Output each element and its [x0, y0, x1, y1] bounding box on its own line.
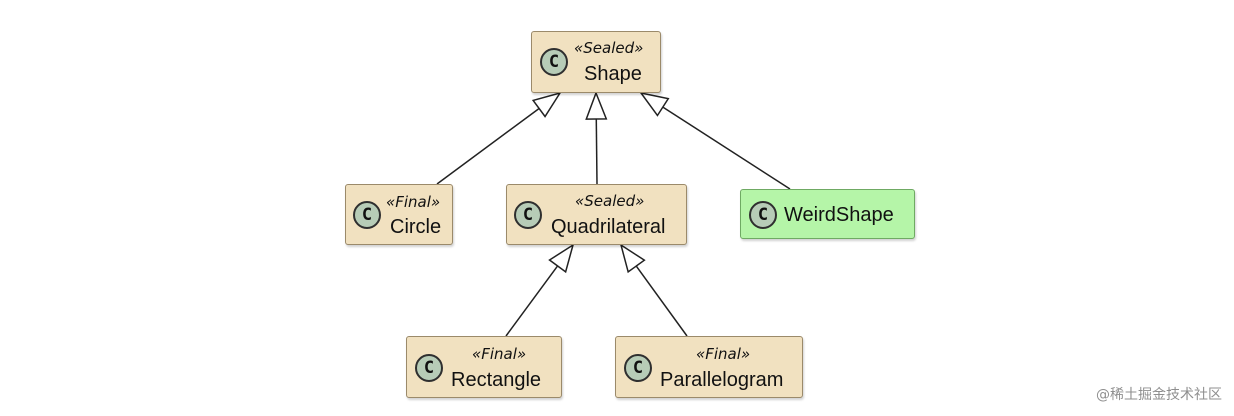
edge-parallelogram-to-quadrilateral [635, 265, 688, 337]
class-name: Rectangle [451, 369, 542, 391]
edge-circle-to-shape [436, 107, 540, 185]
stereotype-label: «Final» [386, 193, 441, 211]
class-icon: C [415, 354, 443, 382]
stereotype-label: «Final» [696, 345, 751, 363]
class-node-shape: C «Sealed» Shape [531, 31, 661, 93]
stereotype-label: «Sealed» [574, 39, 644, 57]
stereotype-label: «Final» [472, 345, 527, 363]
class-node-weirdshape: C WeirdShape [740, 189, 915, 239]
edge-rectangle-to-quadrilateral [505, 265, 559, 337]
edge-weirdshape-to-shape [662, 106, 791, 190]
inheritance-arrowhead [531, 91, 562, 118]
class-icon: C [353, 201, 381, 229]
class-icon: C [540, 48, 568, 76]
class-node-rectangle: C «Final» Rectangle [406, 336, 562, 398]
inheritance-arrowhead [585, 90, 608, 120]
inheritance-arrowhead [548, 243, 575, 274]
class-name: Circle [390, 216, 442, 238]
class-name: Parallelogram [660, 369, 784, 391]
class-icon: C [514, 201, 542, 229]
inheritance-arrowhead [639, 91, 670, 117]
inheritance-arrowhead [619, 243, 646, 274]
class-name: WeirdShape [784, 204, 894, 226]
class-node-parallelogram: C «Final» Parallelogram [615, 336, 803, 398]
class-node-quadrilateral: C «Sealed» Quadrilateral [506, 184, 687, 245]
class-icon: C [749, 201, 777, 229]
watermark: @稀土掘金技术社区 [1096, 387, 1222, 403]
edge-quadrilateral-to-shape [595, 118, 598, 185]
class-name: Shape [584, 63, 642, 85]
class-name: Quadrilateral [551, 216, 666, 238]
class-icon: C [624, 354, 652, 382]
class-node-circle: C «Final» Circle [345, 184, 453, 245]
stereotype-label: «Sealed» [575, 192, 645, 210]
